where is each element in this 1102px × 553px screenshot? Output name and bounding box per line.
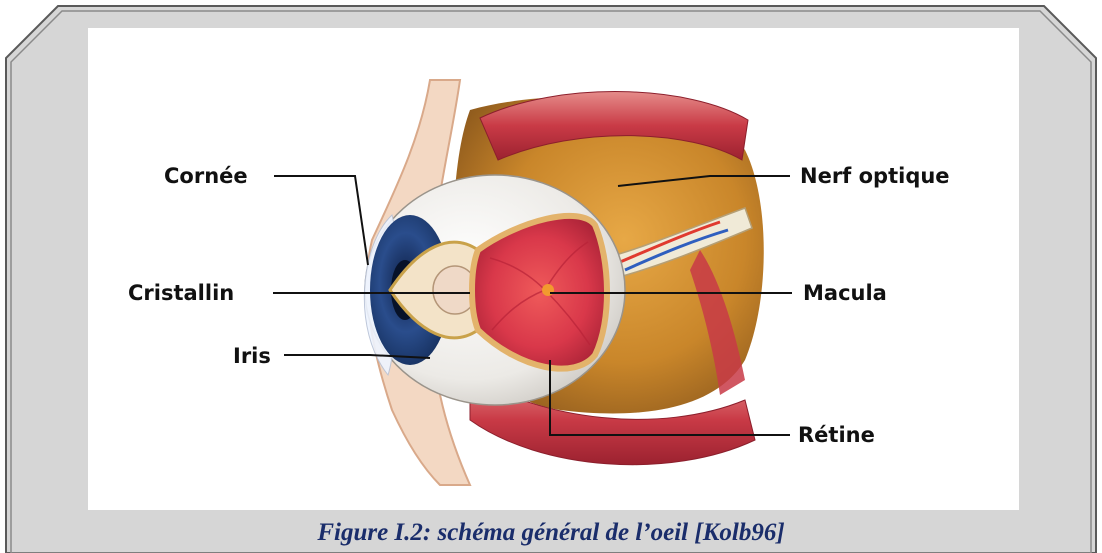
figure-caption: Figure I.2: schéma général de l’oeil [Ko… xyxy=(0,518,1102,548)
label-lens: Cristallin xyxy=(128,281,234,305)
macula-spot xyxy=(542,284,554,296)
leader-cornea xyxy=(274,176,368,265)
label-optic-nerve: Nerf optique xyxy=(800,164,950,188)
label-cornea: Cornée xyxy=(164,164,248,188)
label-retina: Rétine xyxy=(798,423,875,447)
label-macula: Macula xyxy=(803,281,887,305)
label-iris: Iris xyxy=(233,344,271,368)
